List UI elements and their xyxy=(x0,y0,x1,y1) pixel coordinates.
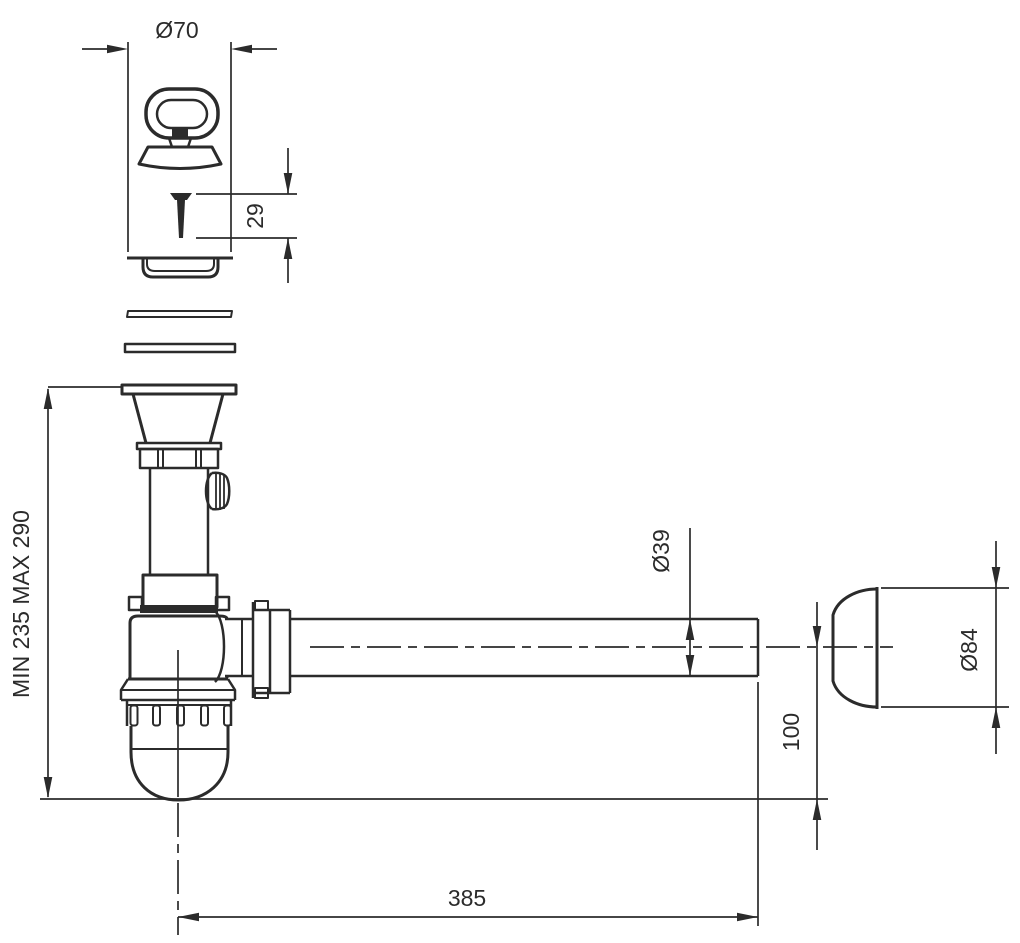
dim-outlet-drop: 100 xyxy=(778,602,822,850)
dim-rosette-diameter: Ø84 xyxy=(881,541,1009,754)
ring-tooth xyxy=(129,704,139,727)
ring-tooth xyxy=(200,704,209,727)
funnel-flange xyxy=(120,383,238,396)
arrowhead-down-icon xyxy=(283,173,293,194)
arrowhead-up-icon xyxy=(283,238,293,259)
sleeve-body xyxy=(141,573,219,609)
knurled-knob xyxy=(204,471,231,511)
flange-ear-top xyxy=(254,600,269,611)
compression-nut xyxy=(138,447,220,470)
dim-plug-diameter: Ø70 xyxy=(82,17,277,252)
dome-cup xyxy=(129,726,230,802)
dim-label-rosette-diameter: Ø84 xyxy=(956,628,982,672)
gasket-washer-lower xyxy=(123,342,237,354)
arrowhead-down-icon xyxy=(685,655,695,676)
screw-head xyxy=(170,193,192,200)
dim-label-pipe-length: 385 xyxy=(448,885,486,911)
nut-ear-right xyxy=(214,595,231,612)
flange-basket-outer xyxy=(141,259,220,279)
arrowhead-down-icon xyxy=(991,567,1001,588)
ring-tooth xyxy=(223,704,232,727)
ring-tooth xyxy=(152,704,161,727)
dim-label-pipe-diameter: Ø39 xyxy=(648,529,674,572)
vertical-tube xyxy=(148,468,210,575)
gasket-washers xyxy=(123,310,237,354)
strainer-flange xyxy=(127,256,233,279)
trap-inlet-sleeve xyxy=(141,573,219,609)
screw-shank xyxy=(177,200,185,238)
arrowhead-up-icon xyxy=(685,619,695,640)
dim-label-screw-length: 29 xyxy=(242,203,268,229)
rosette-dome xyxy=(831,587,878,709)
knob-bulge xyxy=(204,472,213,510)
dim-pipe-length: 385 xyxy=(178,682,759,926)
arrowhead-left-icon xyxy=(231,44,252,54)
arrowhead-right-icon xyxy=(107,44,128,54)
arrowhead-up-icon xyxy=(991,707,1001,728)
plug-ring-inner xyxy=(155,98,209,130)
tailpiece-funnel xyxy=(120,383,238,470)
trap-top-nut xyxy=(127,595,231,613)
funnel-cone-right xyxy=(208,393,225,444)
arrowhead-up-icon xyxy=(43,388,53,409)
dim-label-installed-height: MIN 235 MAX 290 xyxy=(8,510,34,698)
outlet-boss-curve xyxy=(214,610,226,683)
arrowhead-down-icon xyxy=(812,626,822,647)
funnel-cone-left xyxy=(131,393,148,444)
nut-ear-left xyxy=(127,595,144,612)
plug-cap xyxy=(137,145,223,170)
flange-basket-inner xyxy=(146,259,215,272)
knob-body xyxy=(211,471,231,511)
cup-wall xyxy=(128,614,229,678)
dim-label-plug-diameter: Ø70 xyxy=(155,17,198,43)
outlet-flange-nut xyxy=(225,600,292,699)
dim-screw-length: 29 xyxy=(196,148,297,283)
centerlines xyxy=(177,646,893,935)
fixing-screw xyxy=(170,193,192,238)
dim-label-outlet-drop: 100 xyxy=(778,713,804,751)
ring-tooth xyxy=(176,704,185,727)
arrowhead-down-icon xyxy=(43,777,53,798)
wall-rosette xyxy=(831,587,879,709)
nut-band xyxy=(140,605,218,613)
arrowhead-up-icon xyxy=(812,799,822,820)
drain-plug xyxy=(137,87,223,170)
dim-pipe-diameter: Ø39 xyxy=(648,528,695,676)
plug-stem-joint xyxy=(172,129,188,138)
gasket-washer-upper xyxy=(126,310,233,318)
arrowhead-left-icon xyxy=(178,912,199,922)
trap-bottom-dome xyxy=(129,726,230,802)
trap-ribbed-ring xyxy=(125,700,233,727)
dim-installed-height: MIN 235 MAX 290 xyxy=(8,386,121,798)
arrowhead-right-icon xyxy=(737,912,758,922)
